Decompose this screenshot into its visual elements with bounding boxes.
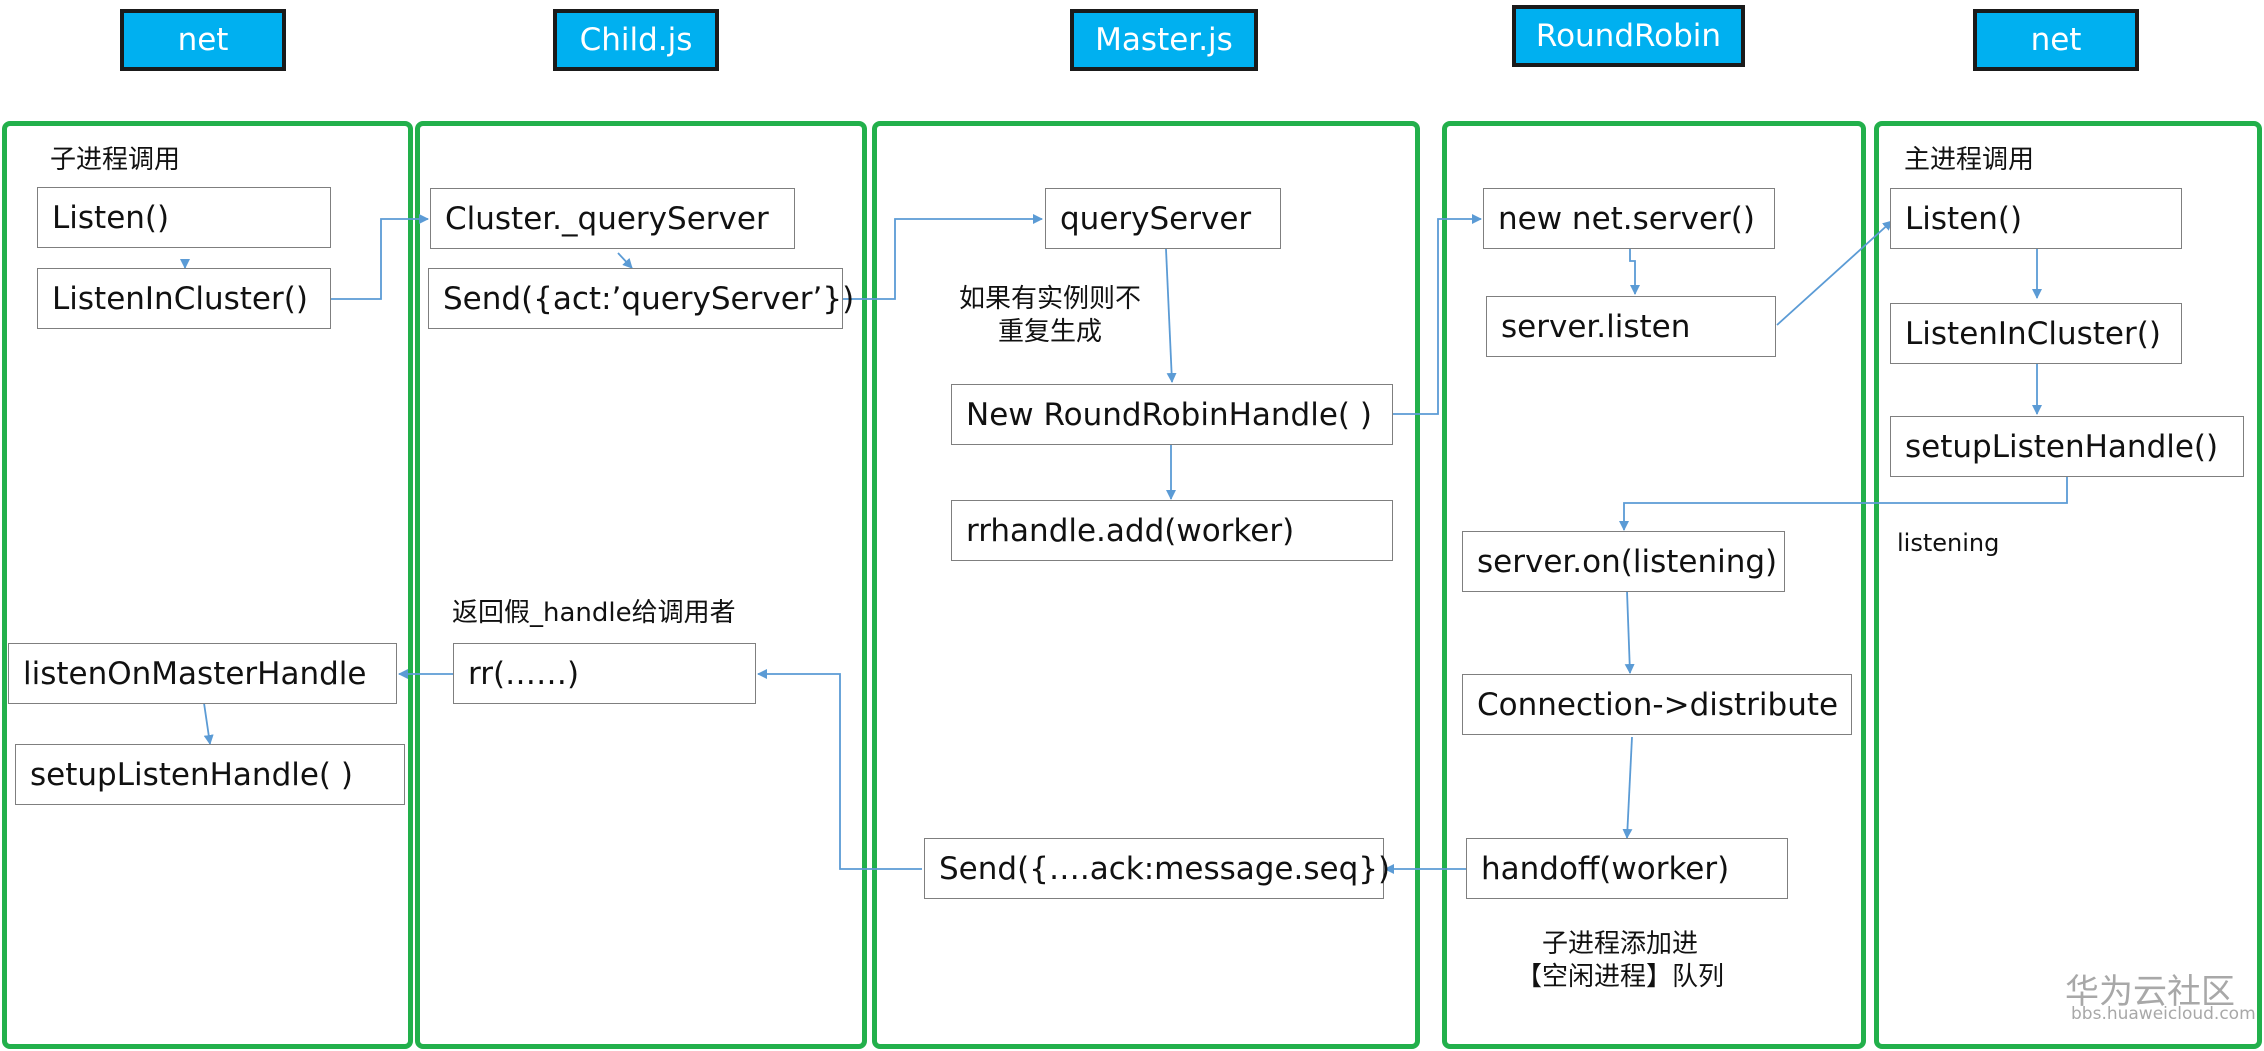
watermark-brand: 华为云社区 xyxy=(2065,972,2235,1012)
box-server-listen: server.listen xyxy=(1486,296,1776,357)
box-rr: rr(……) xyxy=(453,643,756,704)
box-listen-right: Listen() xyxy=(1890,188,2182,249)
header-net-left: net xyxy=(120,9,286,71)
arrow-new-server-to-server-listen xyxy=(1629,249,1640,295)
box-new-net-server: new net.server() xyxy=(1483,188,1775,249)
arrow-queryserver-to-send xyxy=(617,252,633,269)
arrow-setup-to-server-on xyxy=(1619,477,2068,531)
header-round-robin: RoundRobin xyxy=(1512,5,1745,67)
box-send-ack: Send({….ack:message.seq}) xyxy=(924,838,1390,899)
arrow-send-to-master-queryserver xyxy=(843,214,1043,300)
box-cluster-queryserver: Cluster._queryServer xyxy=(430,188,795,249)
box-listenonmasterhandle: listenOnMasterHandle xyxy=(8,643,397,704)
label-listening: listening xyxy=(1897,529,2000,557)
header-net-right: net xyxy=(1973,9,2139,71)
arrow-send-ack-to-rr xyxy=(757,669,922,870)
box-master-queryserver: queryServer xyxy=(1045,188,1281,249)
column-net-left xyxy=(2,121,413,1049)
header-child-js: Child.js xyxy=(553,9,719,71)
box-listen-left: Listen() xyxy=(37,187,331,248)
box-listenincluster-right: ListenInCluster() xyxy=(1890,303,2182,364)
box-listenincluster-left: ListenInCluster() xyxy=(37,268,331,329)
box-handoff-worker: handoff(worker) xyxy=(1466,838,1788,899)
note-idle-queue: 子进程添加进 【空闲进程】队列 xyxy=(1515,929,1724,992)
arrow-new-rrhandle-to-new-server xyxy=(1393,214,1482,415)
watermark-url: bbs.huaweicloud.com xyxy=(2071,1004,2256,1024)
box-setuplistenhandle-left: setupListenHandle( ) xyxy=(15,744,405,805)
column-round-robin xyxy=(1442,121,1866,1049)
box-new-roundrobinhandle: New RoundRobinHandle( ) xyxy=(951,384,1393,445)
box-connection-distribute: Connection->distribute xyxy=(1462,674,1852,735)
box-rrhandle-add: rrhandle.add(worker) xyxy=(951,500,1393,561)
arrow-server-on-to-distribute xyxy=(1624,590,1635,674)
box-send-queryserver: Send({act:’queryServer’}) xyxy=(428,268,854,329)
header-master-js: Master.js xyxy=(1070,9,1258,71)
column-net-right xyxy=(1874,121,2262,1049)
arrow-listenincluster-to-queryserver xyxy=(331,214,429,300)
box-setuplistenhandle-right: setupListenHandle() xyxy=(1890,416,2244,477)
note-master-process-call: 主进程调用 xyxy=(1904,145,2035,175)
box-server-on-listening: server.on(listening) xyxy=(1462,531,1785,592)
arrow-queryserver-to-new-rrhandle xyxy=(1165,248,1177,383)
arrow-server-listen-to-listen xyxy=(1776,220,1893,326)
arrow-distribute-to-handoff xyxy=(1622,736,1633,839)
note-child-process-call: 子进程调用 xyxy=(50,145,181,175)
note-no-duplicate-instance: 如果有实例则不 重复生成 xyxy=(958,284,1141,347)
column-master-js xyxy=(872,121,1420,1049)
column-child-js xyxy=(415,121,867,1049)
note-return-fake-handle: 返回假_handle给调用者 xyxy=(452,598,736,628)
arrow-listenonmasterhandle-to-setup xyxy=(203,702,214,745)
